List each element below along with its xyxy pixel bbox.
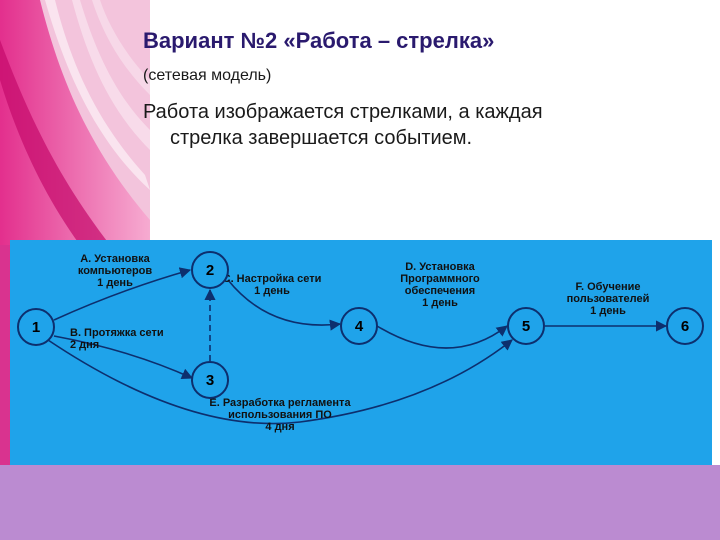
edge-label-line: F. Обучение <box>576 281 641 293</box>
event-node-circle <box>666 307 704 345</box>
event-node-label: 6 <box>681 318 689 335</box>
edge-label-line: компьютеров <box>78 265 153 277</box>
edge-label-line: 2 дня <box>70 339 99 351</box>
body-text-line-2: стрелка завершается событием. <box>170 127 473 149</box>
event-node-circle <box>191 361 229 399</box>
event-node-label: 1 <box>32 319 40 336</box>
edge-arrow-1-3 <box>53 335 194 379</box>
body-text-line-1: Работа изображается стрелками, а каждая <box>143 101 543 123</box>
slide-title: Вариант №2 «Работа – стрелка» <box>143 28 495 53</box>
event-node-label: 5 <box>522 318 530 335</box>
edge-label-line: 1 день <box>254 285 290 297</box>
edge-arrow-2-4 <box>227 279 342 331</box>
event-node-label: 3 <box>206 372 214 389</box>
edge-arrow-4-5 <box>376 325 508 349</box>
event-node-3: 3 <box>191 361 229 399</box>
event-node-circle <box>507 307 545 345</box>
edge-label-line: пользователей <box>567 293 650 305</box>
event-node-circle <box>17 308 55 346</box>
event-node-6: 6 <box>666 307 704 345</box>
event-node-label: 2 <box>206 262 214 279</box>
edge-label-line: 1 день <box>97 277 133 289</box>
edge-label-line: А. Установка <box>80 253 150 265</box>
edge-label-line: Е. Разработка регламента <box>209 397 351 409</box>
edge-label-line: 1 день <box>422 297 458 309</box>
edge-label-line: В. Протяжка сети <box>70 327 164 339</box>
edge-label-line: использования ПО <box>228 409 332 421</box>
event-node-1: 1 <box>17 308 55 346</box>
event-node-4: 4 <box>340 307 378 345</box>
slide-body-text: Работа изображается стрелками, а каждая … <box>143 99 663 151</box>
edge-label-line: обеспечения <box>405 285 475 297</box>
slide-subtitle: (сетевая модель) <box>143 67 272 84</box>
edge-label-line: 1 день <box>590 305 626 317</box>
event-node-5: 5 <box>507 307 545 345</box>
edge-arrow-1-2 <box>53 267 192 321</box>
diagram-background <box>10 240 712 465</box>
event-node-2: 2 <box>191 251 229 289</box>
event-node-circle <box>340 307 378 345</box>
edge-label-line: Программного <box>400 273 480 285</box>
edge-label-line: D. Установка <box>405 261 475 273</box>
event-node-circle <box>191 251 229 289</box>
edge-label-line: 4 дня <box>265 421 294 433</box>
edge-arrow-1-5 <box>47 339 513 425</box>
edge-label-line: С. Настройка сети <box>223 273 322 285</box>
event-node-label: 4 <box>355 318 364 335</box>
